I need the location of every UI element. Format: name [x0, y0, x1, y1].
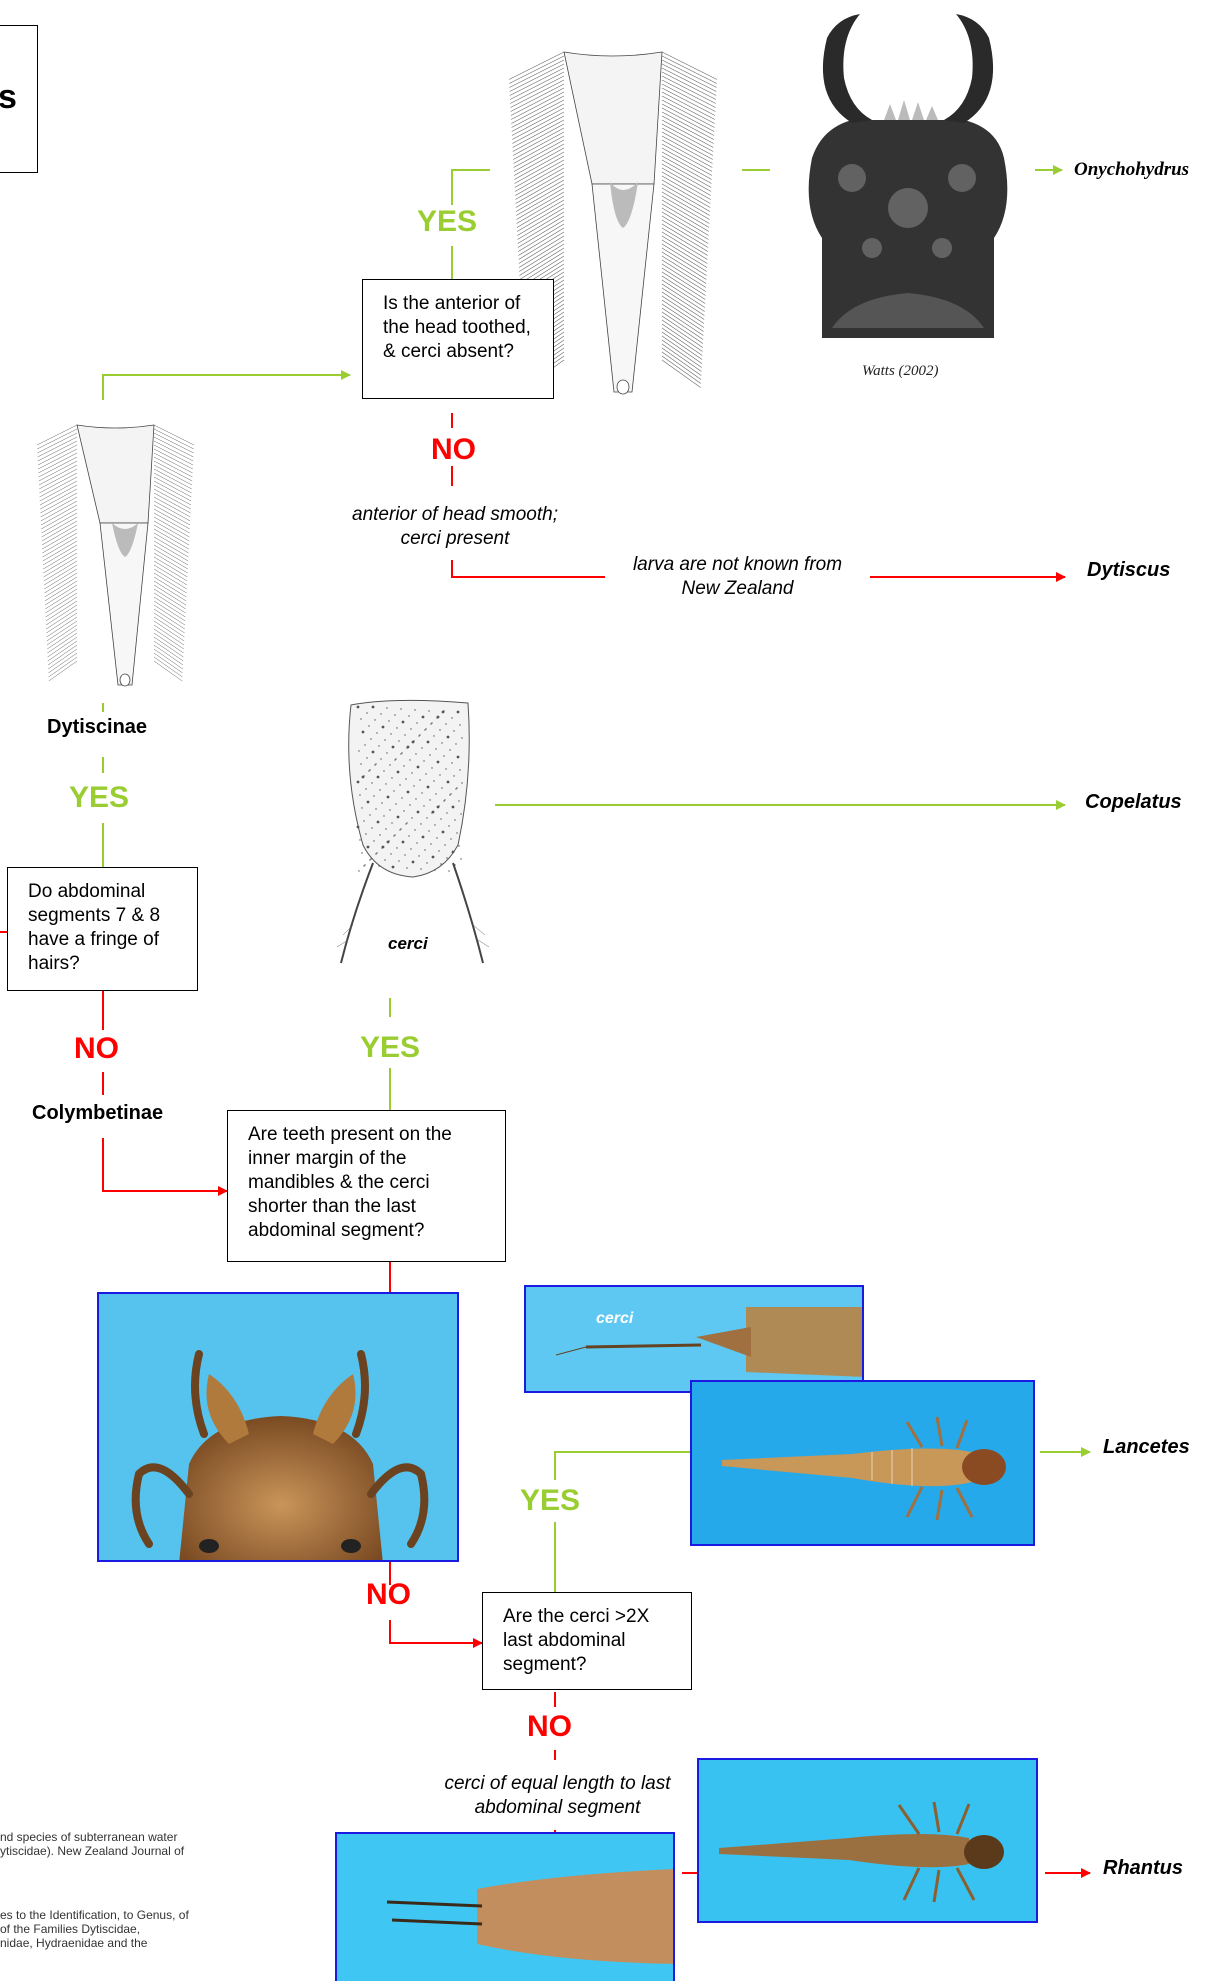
genus-lancetes: Lancetes — [1103, 1436, 1190, 1459]
yes-label-copelatus: YES — [360, 1031, 420, 1065]
line-yes-to-lancetes — [555, 1452, 695, 1480]
question-anterior-head: Is the anterior of the head toothed, & c… — [362, 279, 554, 399]
question-abdominal-fringe: Do abdominal segments 7 & 8 have a fring… — [7, 867, 198, 991]
question-anterior-head-text: Is the anterior of the head toothed, & c… — [383, 293, 531, 362]
line-no-to-dytiscus — [452, 560, 605, 577]
question-teeth-mandibles-text: Are teeth present on the inner margin of… — [248, 1124, 452, 1241]
rhantus-cerci-photo — [335, 1832, 675, 1981]
rhantus-larva-photo — [697, 1758, 1038, 1923]
cerci-photo-label: cerci — [596, 1310, 634, 1327]
reference-2-line-2: of the Families Dytiscidae, — [0, 1922, 260, 1936]
genus-rhantus: Rhantus — [1103, 1857, 1183, 1880]
mandibles-photo-art — [99, 1294, 459, 1562]
lancetes-larva-photo — [690, 1380, 1035, 1546]
reference-1-line-1: nd species of subterranean water — [0, 1830, 260, 1844]
yes-label-dytiscinae: YES — [69, 781, 129, 815]
reference-1: nd species of subterranean water ytiscid… — [0, 1830, 260, 1858]
note-larva-unknown: larva are not known from New Zealand — [620, 553, 855, 601]
question-abdominal-fringe-text: Do abdominal segments 7 & 8 have a fring… — [28, 881, 160, 974]
genus-dytiscus: Dytiscus — [1087, 559, 1170, 582]
reference-1-line-2: ytiscidae). New Zealand Journal of — [0, 1844, 260, 1858]
no-label-q2: NO — [74, 1032, 119, 1066]
question-cerci-length-text: Are the cerci >2X last abdominal segment… — [503, 1606, 649, 1675]
header-box: s — [0, 25, 38, 173]
yes-label-lancetes: YES — [520, 1484, 580, 1518]
rhantus-cerci-art — [337, 1834, 675, 1981]
subfamily-dytiscinae: Dytiscinae — [47, 716, 147, 739]
reference-2-line-3: nidae, Hydraenidae and the — [0, 1936, 260, 1950]
subfamily-colymbetinae: Colymbetinae — [32, 1102, 163, 1125]
cerci-abdomen-drawing-icon: cerci — [333, 695, 493, 970]
question-teeth-mandibles: Are teeth present on the inner margin of… — [227, 1110, 506, 1262]
genus-onychohydrus: Onychohydrus — [1074, 159, 1189, 181]
line-yes-up — [452, 170, 490, 205]
no-label-q3: NO — [366, 1578, 411, 1612]
note-anterior-smooth: anterior of head smooth; cerci present — [345, 503, 565, 551]
lancetes-larva-art — [692, 1382, 1035, 1546]
reference-2-line-1: es to the Identification, to Genus, of — [0, 1908, 260, 1922]
mandibles-photo — [97, 1292, 459, 1562]
cerci-photo-art: cerci — [526, 1287, 864, 1393]
onychohydrus-head-photo — [792, 8, 1024, 358]
rhantus-larva-art — [699, 1760, 1038, 1923]
no-label-q1: NO — [431, 433, 476, 467]
no-label-q4: NO — [527, 1710, 572, 1744]
credit-watts: Watts (2002) — [862, 363, 939, 380]
line-colymbetinae-to-q3 — [103, 1138, 227, 1191]
abdomen-drawing-left-icon — [30, 395, 202, 698]
note-cerci-equal: cerci of equal length to last abdominal … — [420, 1772, 695, 1820]
cerci-drawing-label: cerci — [388, 934, 429, 953]
genus-copelatus: Copelatus — [1085, 791, 1182, 814]
reference-2: es to the Identification, to Genus, of o… — [0, 1908, 260, 1950]
cerci-photo: cerci — [524, 1285, 864, 1393]
question-cerci-length: Are the cerci >2X last abdominal segment… — [482, 1592, 692, 1690]
yes-label-q1: YES — [417, 205, 477, 239]
line-no-to-q4 — [390, 1620, 482, 1643]
header-title-fragment: s — [0, 78, 17, 117]
